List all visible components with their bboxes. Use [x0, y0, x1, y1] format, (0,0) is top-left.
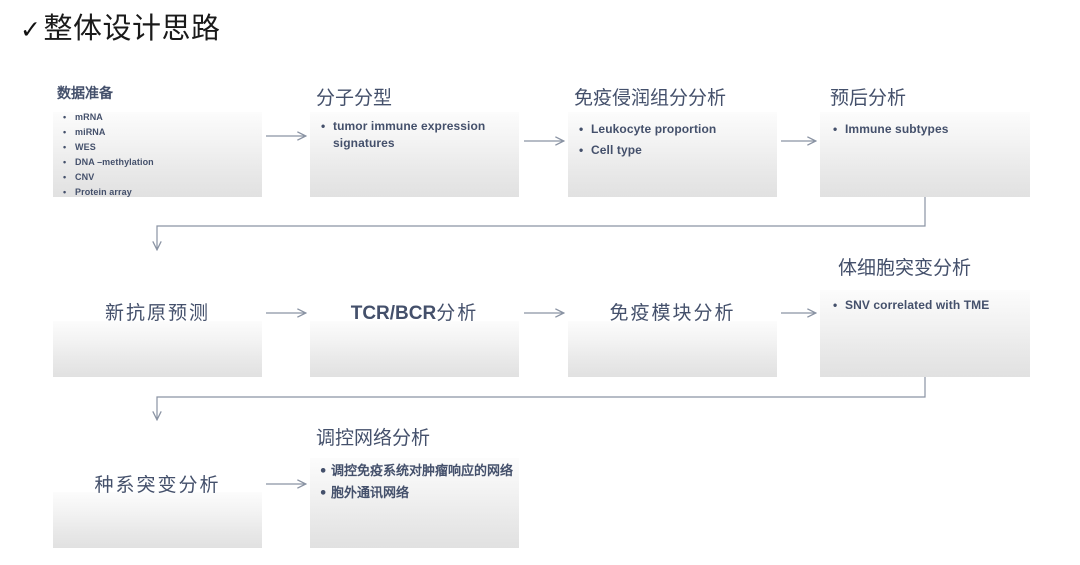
flow-box-somatic-mutation-bullets: SNV correlated with TME	[832, 297, 1028, 318]
page-title: ✓整体设计思路	[20, 8, 220, 50]
flow-box-tcr-bcr-analysis-label: TCR/BCR分析	[310, 298, 519, 325]
arrow-row2-to-row3	[157, 377, 926, 420]
flow-box-germline-mutation-label: 种系突变分析	[94, 474, 221, 496]
flow-box-neoantigen-prediction[interactable]	[53, 321, 262, 377]
list-item: mRNA	[62, 110, 257, 125]
flow-box-germline-mutation[interactable]	[53, 492, 262, 548]
flow-box-data-preparation-bullets: mRNA miRNA WES DNA –methylation CNV Prot…	[62, 110, 257, 200]
flow-box-somatic-mutation-heading: 体细胞突变分析	[838, 257, 972, 279]
flow-box-regulatory-network-bullets: 调控免疫系统对肿瘤响应的网络 胞外通讯网络	[318, 462, 514, 506]
flow-box-regulatory-network-heading: 调控网络分析	[316, 427, 431, 449]
arrow-row1-to-row2	[157, 197, 926, 250]
flow-box-prognosis-bullets: Immune subtypes	[832, 121, 1026, 142]
list-item: 调控免疫系统对肿瘤响应的网络	[318, 462, 514, 481]
tcr-bcr-cn-text: 分析	[436, 302, 479, 324]
list-item: Immune subtypes	[832, 121, 1026, 138]
list-item: miRNA	[62, 125, 257, 140]
list-item: 胞外通讯网络	[318, 484, 514, 503]
list-item: DNA –methylation	[62, 155, 257, 170]
flow-box-prognosis-heading: 预后分析	[830, 87, 907, 109]
checkmark-icon: ✓	[20, 15, 42, 44]
flow-box-molecular-subtyping-heading: 分子分型	[316, 87, 393, 109]
flow-box-immune-module-analysis-label: 免疫模块分析	[609, 302, 736, 324]
list-item: Cell type	[578, 142, 774, 159]
list-item: Protein array	[62, 185, 257, 200]
list-item: SNV correlated with TME	[832, 297, 1028, 314]
flow-box-molecular-subtyping-bullets: tumor immune expression signatures	[320, 118, 512, 156]
flow-box-immune-infiltration-bullets: Leukocyte proportion Cell type	[578, 121, 774, 163]
list-item: WES	[62, 140, 257, 155]
flow-box-neoantigen-prediction-label: 新抗原预测	[104, 302, 210, 324]
flow-box-data-preparation-heading: 数据准备	[57, 86, 113, 102]
flow-box-immune-module-analysis[interactable]	[568, 321, 777, 377]
list-item: CNV	[62, 170, 257, 185]
flow-box-immune-infiltration-heading: 免疫侵润组分分析	[574, 87, 727, 109]
flow-box-tcr-bcr-analysis[interactable]	[310, 321, 519, 377]
tcr-bcr-latin-text: TCR/BCR	[350, 303, 437, 324]
list-item: tumor immune expression signatures	[320, 118, 512, 152]
list-item: Leukocyte proportion	[578, 121, 774, 138]
page-title-text: 整体设计思路	[43, 11, 221, 45]
